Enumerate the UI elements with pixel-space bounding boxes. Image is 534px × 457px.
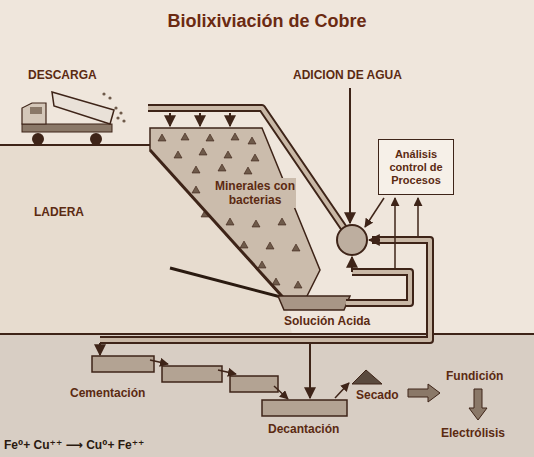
ore-rock	[292, 244, 300, 251]
diagram-title: Biolixiviación de Cobre	[0, 10, 534, 32]
acid-pond	[278, 296, 350, 310]
ore-rock	[240, 241, 248, 248]
ore-rock	[181, 133, 189, 140]
ore-rock	[258, 261, 266, 268]
flow-arrow	[274, 386, 288, 399]
pipe-wall	[148, 108, 352, 240]
dumped-ore	[114, 106, 117, 109]
control-arrow	[365, 198, 384, 227]
sample-arrow	[394, 198, 396, 268]
ore-rock	[272, 278, 280, 285]
pipe-wall	[346, 272, 410, 303]
tank	[230, 376, 278, 392]
spray-arrow	[199, 113, 201, 126]
ore-rock	[278, 218, 286, 225]
dumped-ore	[116, 116, 119, 119]
ground-line	[0, 333, 534, 335]
process-label: Minerales con bacterias	[214, 178, 296, 208]
irrigation-pipe	[148, 108, 352, 240]
block-arrow	[408, 384, 440, 402]
flow-arrow	[335, 383, 349, 398]
ore-rock	[174, 151, 182, 158]
flow-arrow	[351, 257, 353, 272]
process-label: DESCARGA	[28, 68, 97, 82]
ore-rock	[199, 148, 207, 155]
pipe-bore	[148, 108, 352, 240]
ore-rock	[226, 218, 234, 225]
pipe-bore	[100, 240, 430, 340]
ore-rock	[158, 134, 166, 141]
pump	[337, 225, 367, 255]
box-content: Análisis control de Procesos	[382, 148, 450, 187]
process-label: ADICION DE AGUA	[293, 68, 402, 82]
box-text: Análisis control de Procesos	[382, 148, 450, 187]
process-label: Electrólisis	[441, 426, 505, 440]
flow-arrow	[150, 360, 168, 364]
return-pipes	[100, 240, 430, 398]
ore-rock	[206, 134, 214, 141]
truck-wheel	[32, 133, 44, 145]
ore-rock	[192, 186, 200, 193]
dumped-ore	[119, 111, 122, 114]
decantation-tank	[262, 400, 347, 416]
ore-rock	[294, 281, 302, 288]
flow-arrow	[218, 370, 236, 374]
process-label: Secado	[356, 388, 399, 402]
pipe-wall	[100, 240, 430, 340]
underground	[0, 334, 534, 457]
process-label: Solución Acida	[284, 314, 370, 328]
ore-rock	[244, 167, 252, 174]
dumped-ore	[108, 96, 111, 99]
hill-top-line	[0, 144, 150, 146]
flow-arrow	[309, 343, 311, 398]
tank	[92, 356, 154, 372]
ore-rock	[252, 220, 260, 227]
sample-arrow	[417, 198, 419, 236]
pipe-bore	[346, 272, 410, 303]
truck-window	[30, 107, 42, 114]
ore-rock	[266, 242, 274, 249]
process-label: Fundición	[446, 369, 503, 383]
flow-arrow	[369, 239, 380, 241]
flow-arrow	[99, 343, 101, 355]
process-box: Análisis control de Procesos	[378, 139, 454, 195]
process-label: LADERA	[34, 205, 84, 219]
spray-arrow	[169, 113, 171, 126]
equation-label: Fe⁰+ Cu⁺⁺ ⟶ Cu⁰+ Fe⁺⁺	[4, 438, 144, 452]
dumped-ore	[102, 92, 105, 95]
water-arrow	[349, 88, 351, 223]
ore-rock	[248, 137, 256, 144]
truck-bed	[52, 92, 114, 124]
truck-cab	[22, 103, 46, 124]
tank	[162, 366, 222, 382]
ore-rock	[224, 151, 232, 158]
process-label: Cementación	[70, 386, 145, 400]
truck-chassis	[22, 124, 112, 132]
process-label: Decantación	[268, 422, 339, 436]
block-arrow	[469, 389, 487, 420]
drying-pile	[352, 370, 382, 384]
dump-truck	[22, 92, 126, 145]
dumped-ore	[122, 119, 125, 122]
spray-arrow	[229, 113, 231, 126]
ore-rock	[218, 164, 226, 171]
ore-rock	[251, 154, 259, 161]
ore-rock	[231, 133, 239, 140]
ore-rock	[192, 166, 200, 173]
truck-wheel	[90, 133, 102, 145]
